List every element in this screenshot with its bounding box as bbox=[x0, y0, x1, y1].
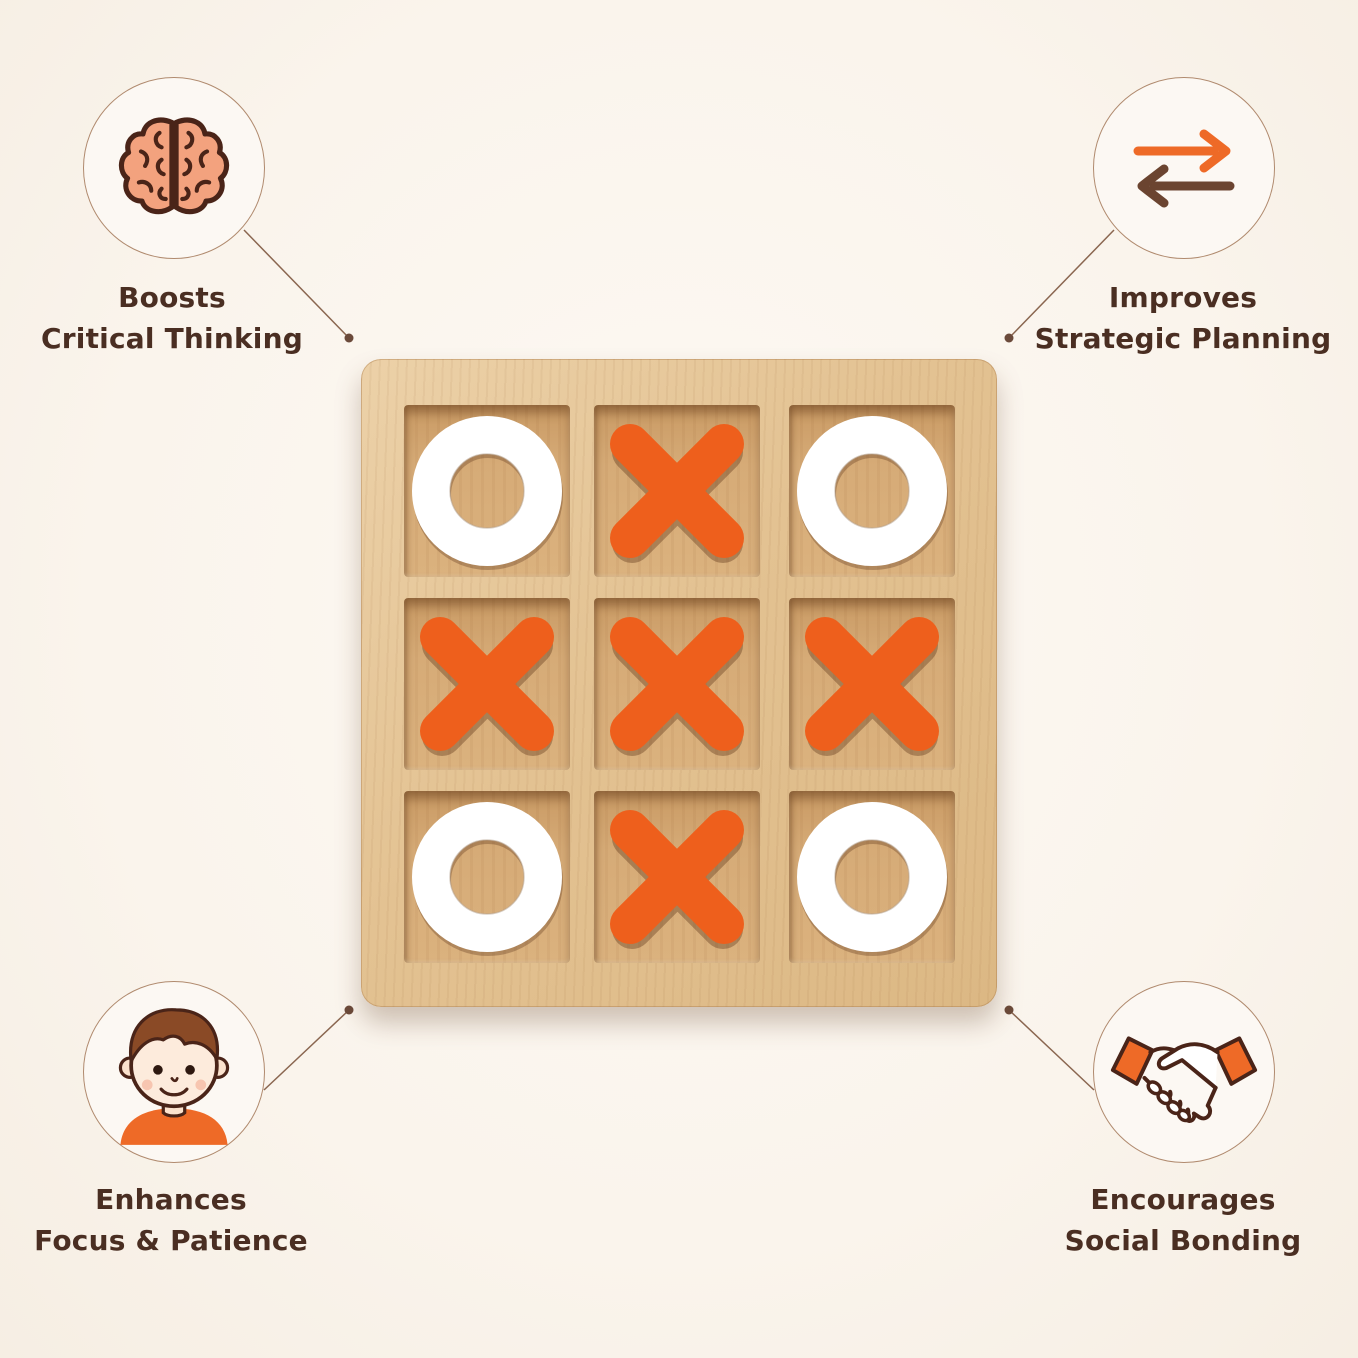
tic-tac-toe-board bbox=[361, 359, 997, 1007]
board-cell[interactable] bbox=[404, 791, 570, 963]
board-cell[interactable] bbox=[789, 791, 955, 963]
benefit-label-critical-thinking: Boosts Critical Thinking bbox=[2, 277, 342, 359]
x-piece bbox=[805, 617, 939, 756]
benefit-circle-focus-patience bbox=[83, 981, 265, 1163]
board-cell[interactable] bbox=[404, 405, 570, 577]
connector-bottom-right bbox=[1008, 1009, 1095, 1091]
brain-icon bbox=[118, 117, 230, 215]
x-piece bbox=[610, 810, 744, 949]
benefit-label-line1: Improves bbox=[1108, 281, 1258, 314]
board-cell[interactable] bbox=[789, 598, 955, 770]
board-cell[interactable] bbox=[789, 405, 955, 577]
benefit-circle-social-bonding bbox=[1093, 981, 1275, 1163]
benefit-circle-critical-thinking bbox=[83, 77, 265, 259]
board-cell[interactable] bbox=[594, 598, 760, 770]
benefit-circle-strategic-planning bbox=[1093, 77, 1275, 259]
benefit-label-line2: Strategic Planning bbox=[1034, 322, 1332, 355]
benefit-label-line2: Focus & Patience bbox=[34, 1224, 308, 1257]
board-cell[interactable] bbox=[594, 405, 760, 577]
connector-dot-top-left bbox=[344, 333, 354, 343]
benefit-label-line1: Enhances bbox=[95, 1183, 247, 1216]
child-face-icon bbox=[118, 1008, 230, 1145]
handshake-icon bbox=[1110, 1036, 1258, 1123]
benefit-label-line1: Encourages bbox=[1090, 1183, 1276, 1216]
connector-dot-bottom-left bbox=[344, 1005, 354, 1015]
connector-dot-bottom-right bbox=[1004, 1005, 1014, 1015]
swap-arrows-icon bbox=[1133, 129, 1235, 208]
benefit-label-line2: Critical Thinking bbox=[41, 322, 303, 355]
o-piece bbox=[412, 416, 563, 570]
benefit-label-line2: Social Bonding bbox=[1064, 1224, 1302, 1257]
o-piece bbox=[412, 802, 563, 956]
benefit-label-strategic-planning: Improves Strategic Planning bbox=[1013, 277, 1353, 359]
x-piece bbox=[610, 424, 744, 563]
o-piece bbox=[797, 802, 948, 956]
board-cell[interactable] bbox=[404, 598, 570, 770]
connector-bottom-left bbox=[263, 1009, 350, 1091]
benefit-label-social-bonding: Encourages Social Bonding bbox=[1013, 1179, 1353, 1261]
o-piece bbox=[797, 416, 948, 570]
benefit-label-focus-patience: Enhances Focus & Patience bbox=[1, 1179, 341, 1261]
board-cell[interactable] bbox=[594, 791, 760, 963]
x-piece bbox=[610, 617, 744, 756]
benefit-label-line1: Boosts bbox=[118, 281, 226, 314]
x-piece bbox=[420, 617, 554, 756]
